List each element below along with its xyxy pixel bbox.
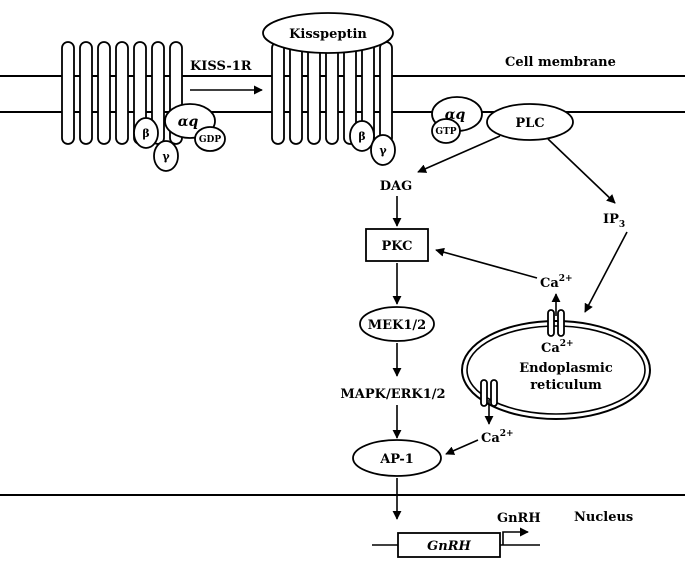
g-gamma-left-label: γ: [162, 150, 170, 163]
ap1-ellipse: [352, 439, 442, 477]
arrow-plc-to-ip3: [547, 138, 616, 204]
er-outer: [461, 320, 651, 420]
g-beta-left: [133, 117, 159, 149]
g-beta-right: [349, 120, 375, 152]
transcription-arrow: [502, 527, 529, 545]
g-gamma-right: [370, 134, 396, 166]
g-beta-right-label: β: [358, 130, 365, 143]
receptor-right: [271, 41, 393, 145]
plc-label: PLC: [515, 116, 544, 131]
arrow-ca-to-pkc: [435, 247, 538, 279]
kiss1r-label: KISS-1R: [190, 59, 252, 74]
gnrh-gene-label: GnRH: [427, 539, 471, 554]
gdp-label: GDP: [199, 135, 221, 145]
ca-lower-label: Ca2+: [481, 429, 514, 446]
er-inner: [466, 325, 646, 415]
ip3-subscript: 3: [619, 220, 625, 230]
gtp-label: GTP: [435, 127, 456, 137]
nucleus-label: Nucleus: [574, 510, 633, 525]
kisspeptin-label: Kisspeptin: [289, 27, 367, 42]
pkc-box: [365, 228, 429, 262]
ca-upper-label: Ca2+: [540, 274, 573, 291]
cell-membrane-label: Cell membrane: [505, 55, 616, 70]
g-gamma-left: [153, 140, 179, 172]
ca-er-sup: 2+: [560, 339, 574, 349]
ip3-label: IP3: [603, 212, 625, 230]
arrow-ca-to-ap1: [445, 439, 479, 455]
ca-er-label: Ca2+: [541, 339, 574, 356]
arrow-plc-to-dag: [417, 135, 501, 173]
plc-ellipse: [486, 103, 574, 141]
pkc-label: PKC: [381, 239, 412, 254]
arrow-ip3-to-er: [584, 231, 628, 313]
ap1-label: AP-1: [379, 452, 414, 467]
mek-label: MEK1/2: [368, 318, 426, 333]
er-label-line2: reticulum: [530, 378, 602, 393]
dag-label: DAG: [380, 179, 412, 194]
gnrh-gene-box: [397, 532, 501, 558]
mek-ellipse: [359, 306, 435, 342]
er-label-line1: Endoplasmic: [519, 361, 613, 376]
er-channel-top: [547, 309, 565, 337]
g-beta-left-label: β: [142, 127, 149, 140]
receptor-left: [61, 41, 183, 145]
ca-lower-sup: 2+: [500, 429, 514, 439]
kisspeptin-ellipse: [262, 12, 394, 54]
g-gamma-right-label: γ: [379, 144, 387, 157]
ca-upper-sup: 2+: [559, 274, 573, 284]
g-alpha-q-left-label: αq: [178, 114, 199, 130]
gnrh-protein-label: GnRH: [497, 511, 541, 526]
mapk-label: MAPK/ERK1/2: [340, 387, 445, 402]
gtp-right: [431, 118, 461, 144]
gdp-left: [194, 126, 226, 152]
er-channel-bottom: [480, 379, 498, 407]
